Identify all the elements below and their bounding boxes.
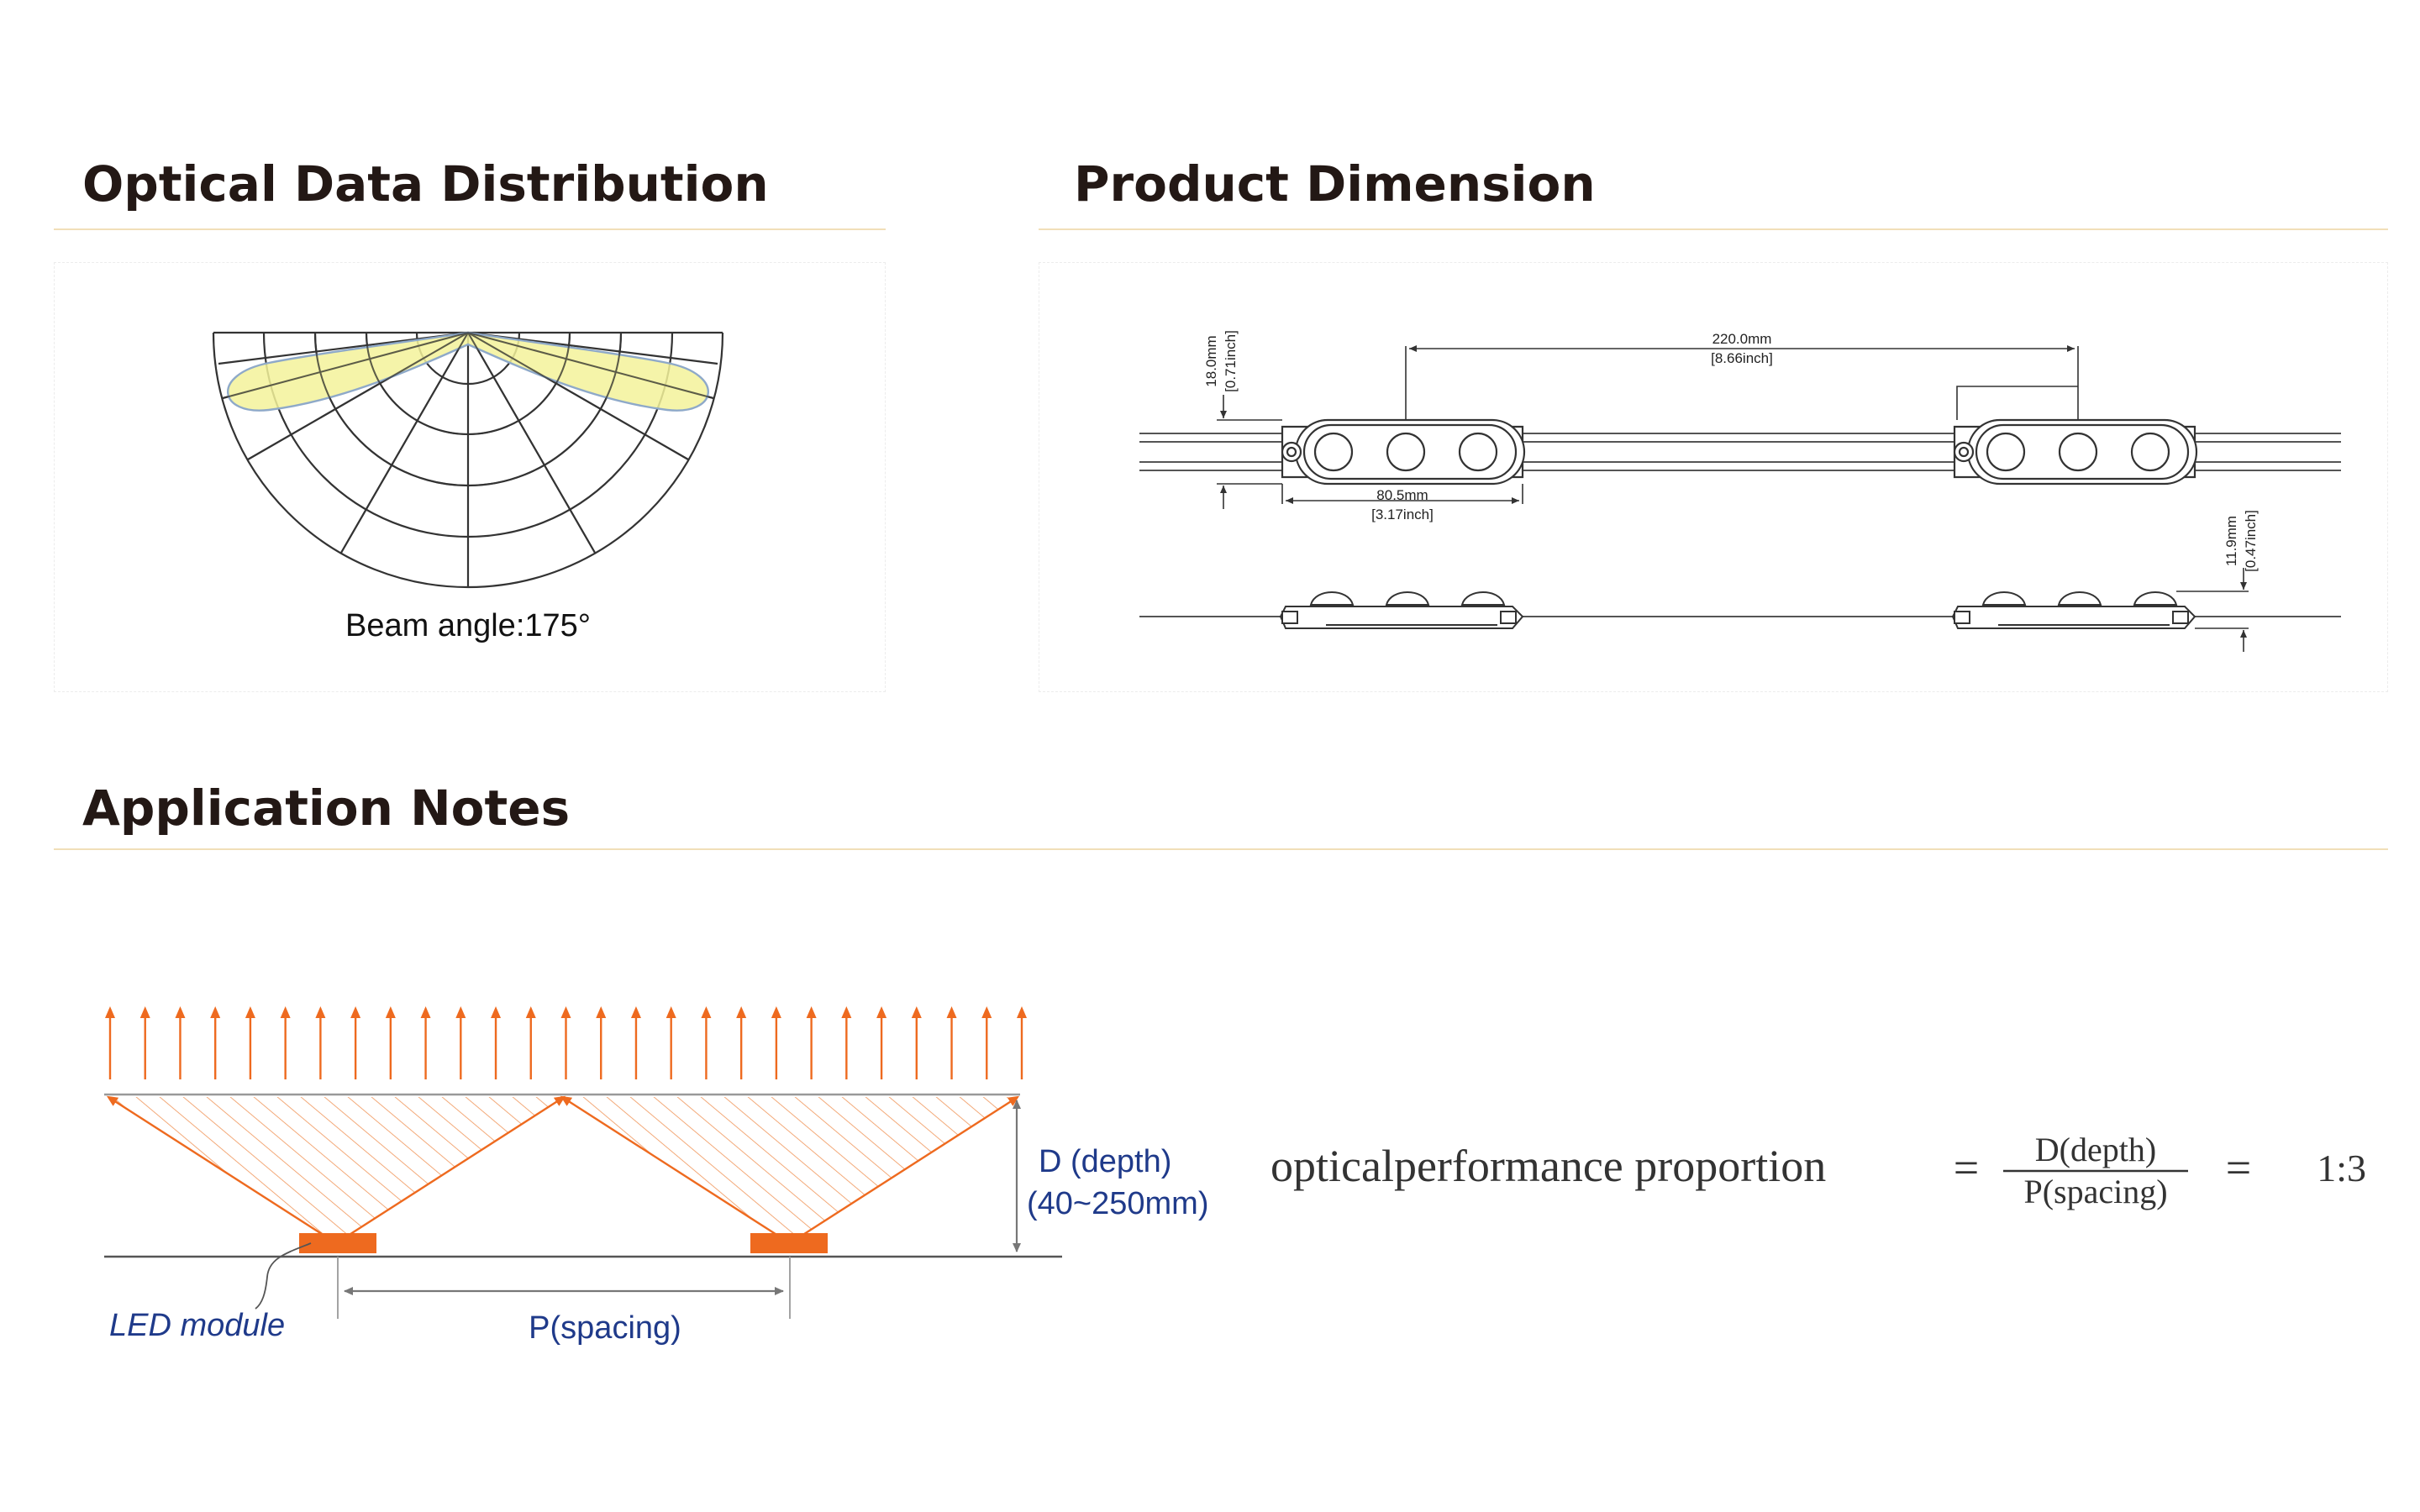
light-arrow-head (946, 1006, 957, 1018)
proportion-formula: opticalperformance proportion = D(depth)… (1270, 1131, 2366, 1210)
light-arrow-head (175, 1006, 186, 1018)
light-rays (106, 1095, 1020, 1245)
light-arrow-head (350, 1006, 361, 1018)
light-cone-right (563, 1097, 1017, 1243)
beam-angle-label: Beam angle:175° (345, 608, 591, 643)
module-leader-line (255, 1242, 312, 1310)
module-top-view-1 (1281, 418, 1526, 486)
light-arrow-head (911, 1006, 922, 1018)
width-dimension (1217, 395, 1282, 509)
led-module-right (750, 1233, 828, 1253)
light-arrow-head (806, 1006, 817, 1018)
light-output-arrows (105, 1006, 1027, 1079)
light-arrow-head (560, 1006, 571, 1018)
application-diagram: D (depth) (40~250mm) P(spacing) LED modu… (104, 1006, 1208, 1346)
application-title-rule (54, 848, 2388, 850)
product-dimension-drawing: 220.0mm [8.66inch] 80.5mm [3.17inch] 18.… (1139, 330, 2341, 652)
led-module-left (299, 1233, 376, 1253)
width-inch-label: [0.71inch] (1223, 330, 1239, 392)
pitch-inch-label: [8.66inch] (1711, 350, 1773, 366)
light-arrow-head (1017, 1006, 1027, 1018)
height-dimension (2176, 568, 2249, 652)
light-arrow-head (245, 1006, 255, 1018)
light-arrow-head (771, 1006, 781, 1018)
optical-section-title: Optical Data Distribution (82, 155, 769, 213)
optical-panel (54, 262, 886, 692)
length-dimension (1281, 484, 1523, 504)
depth-label: D (depth) (1039, 1144, 1171, 1179)
light-arrow-head (280, 1006, 291, 1018)
light-arrow-head (315, 1006, 326, 1018)
light-arrow-head (455, 1006, 466, 1018)
polar-grid-overlay (222, 332, 714, 554)
optical-title-rule (54, 228, 886, 230)
light-arrow-head (139, 1006, 150, 1018)
polar-distribution-chart: Beam angle:175° (212, 331, 724, 643)
light-arrow-head (841, 1006, 852, 1018)
light-arrow-head (666, 1006, 676, 1018)
formula-ratio: 1:3 (2317, 1147, 2366, 1189)
light-cone-left (109, 1097, 563, 1243)
light-arrow-head (420, 1006, 431, 1018)
length-inch-label: [3.17inch] (1371, 507, 1434, 522)
light-arrow-head (385, 1006, 396, 1018)
module-side-view-1 (1279, 591, 1524, 629)
dimension-title-rule (1039, 228, 2388, 230)
formula-numerator: D(depth) (2035, 1131, 2156, 1168)
spacing-label: P(spacing) (529, 1310, 681, 1346)
formula-equals-1: = (1954, 1142, 1979, 1193)
depth-range-label: (40~250mm) (1027, 1186, 1208, 1221)
length-mm-label: 80.5mm (1376, 487, 1428, 503)
light-arrow-head (105, 1006, 115, 1018)
pitch-mm-label: 220.0mm (1712, 331, 1772, 347)
dimension-section-title: Product Dimension (1074, 155, 1596, 213)
light-arrow-head (736, 1006, 747, 1018)
module-top-view-2 (1953, 418, 2198, 486)
height-mm-label: 11.9mm (2223, 516, 2239, 566)
light-arrow-head (525, 1006, 536, 1018)
formula-lhs: opticalperformance proportion (1270, 1141, 1826, 1191)
spacing-dimension (337, 1257, 791, 1319)
application-section-title: Application Notes (82, 780, 571, 837)
dimension-panel (1039, 262, 2388, 692)
width-mm-label: 18.0mm (1203, 335, 1219, 386)
led-module-label: LED module (109, 1308, 285, 1343)
light-arrow-head (701, 1006, 712, 1018)
light-arrow-head (596, 1006, 607, 1018)
pitch-dimension (1405, 345, 2079, 420)
light-arrow-head (981, 1006, 992, 1018)
module-side-view-2 (1951, 591, 2196, 629)
light-arrow-head (876, 1006, 887, 1018)
light-arrow-head (630, 1006, 641, 1018)
formula-equals-2: = (2226, 1142, 2251, 1193)
light-arrow-head (491, 1006, 502, 1018)
height-inch-label: [0.47inch] (2243, 510, 2259, 572)
formula-denominator: P(spacing) (2023, 1173, 2167, 1210)
beam-lobe (227, 331, 709, 412)
light-arrow-head (210, 1006, 221, 1018)
